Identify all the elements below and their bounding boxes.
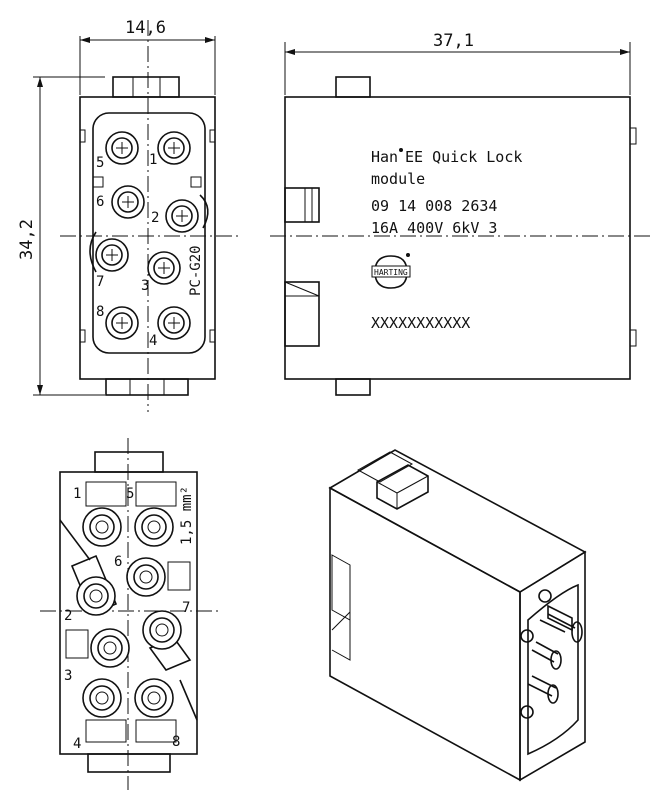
isometric-view [328, 449, 587, 782]
label-rating: 16A 400V 6kV 3 [371, 219, 497, 237]
back-pin-4 [82, 678, 122, 718]
back-view: 1 5 6 2 7 3 4 8 1,5 mm² [40, 438, 220, 790]
dimension-width-side: 37,1 [433, 31, 474, 51]
back-pin-7 [142, 610, 182, 650]
front-pin-5 [105, 131, 139, 165]
label-serial: XXXXXXXXXXX [371, 314, 470, 332]
front-pin-label-6: 6 [96, 194, 104, 210]
front-vertical-code: PC-G20 [188, 245, 204, 296]
back-pin-5 [134, 507, 174, 547]
dimension-width-front: 14,6 [125, 18, 166, 38]
back-pin-label-1: 1 [73, 486, 81, 502]
back-pin-label-5: 5 [126, 486, 134, 502]
back-pin-2 [76, 576, 116, 616]
back-pin-label-7: 7 [182, 600, 190, 616]
harting-logo-text: HARTING [374, 268, 408, 277]
dimension-height: 34,2 [17, 219, 37, 260]
front-pin-label-5: 5 [96, 155, 104, 171]
iso-pins [520, 589, 583, 719]
front-pin-2 [165, 199, 199, 233]
back-pin-3 [90, 628, 130, 668]
back-pin-label-8: 8 [172, 734, 180, 750]
front-pin-label-3: 3 [141, 278, 149, 294]
front-pin-8 [105, 306, 139, 340]
back-wire-size: 1,5 mm² [179, 486, 195, 545]
front-pin-3 [147, 251, 181, 285]
back-pin-label-6: 6 [114, 554, 122, 570]
label-part-number: 09 14 008 2634 [371, 197, 497, 215]
front-view: 14,6 34,2 [17, 18, 240, 412]
back-pin-1 [82, 507, 122, 547]
harting-logo: HARTING [371, 253, 411, 289]
front-pin-label-1: 1 [149, 152, 157, 168]
label-brand: Han [371, 148, 398, 166]
back-pin-6 [126, 557, 166, 597]
front-pin-label-4: 4 [149, 333, 157, 349]
back-pin-label-3: 3 [64, 668, 72, 684]
front-pin-1 [157, 131, 191, 165]
side-view: 37,1 Han EE Quick Lock module 09 14 008 … [270, 31, 650, 396]
front-pin-label-8: 8 [96, 304, 104, 320]
front-pin-7 [95, 238, 129, 272]
front-pin-label-2: 2 [151, 210, 159, 226]
front-pin-6 [111, 185, 145, 219]
back-pin-8 [134, 678, 174, 718]
brand-dot [399, 148, 403, 152]
back-pin-label-2: 2 [64, 608, 72, 624]
front-pin-label-7: 7 [96, 274, 104, 290]
label-module: module [371, 170, 425, 188]
label-product: EE Quick Lock [405, 148, 522, 166]
back-pin-label-4: 4 [73, 736, 81, 752]
front-pin-4 [157, 306, 191, 340]
